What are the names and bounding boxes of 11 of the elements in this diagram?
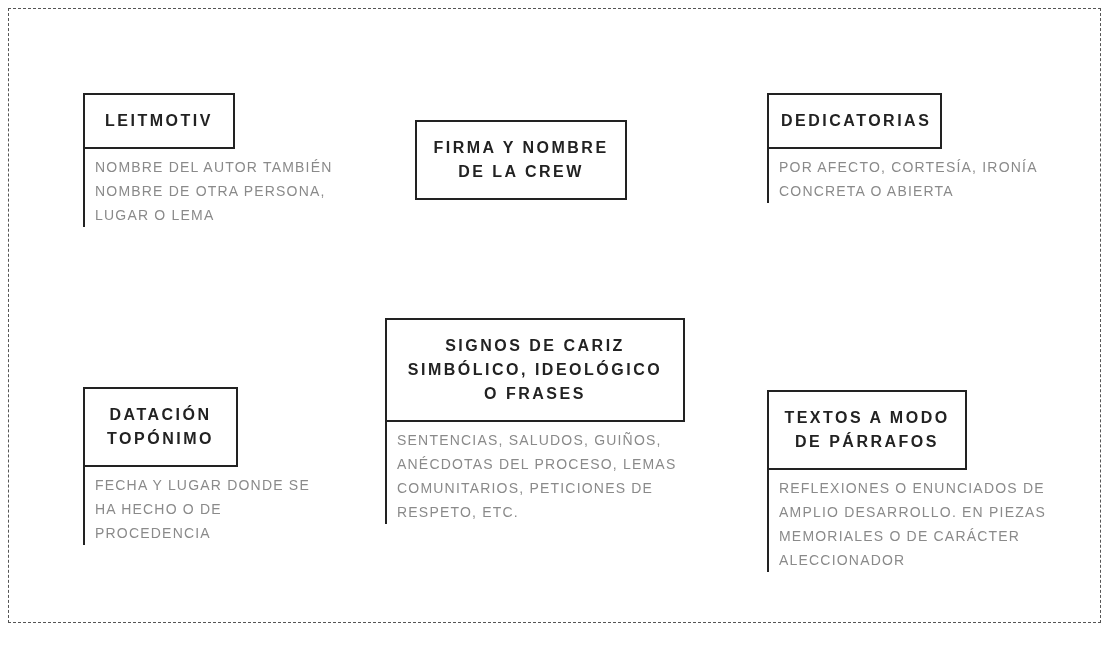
category-box: SIGNOS DE CARIZ SIMBÓLICO, IDEOLÓGICO O FRASES: [385, 318, 685, 422]
category-box: DEDICATORIAS: [767, 93, 942, 149]
description-text: SENTENCIAS, SALUDOS, GUIÑOS, ANÉCDOTAS DEL PROCESO, LEMAS COMUNITARIOS, PETICIONES DE RESPETO, ETC.: [385, 422, 705, 524]
description-text: REFLEXIONES O ENUNCIADOS DE AMPLIO DESARROLLO. EN PIEZAS MEMORIALES O DE CARÁCTER ALECCIONADOR: [767, 470, 1067, 572]
category-box: FIRMA Y NOMBRE DE LA CREW: [415, 120, 627, 200]
description-text: FECHA Y LUGAR DONDE SE HA HECHO O DE PROCEDENCIA: [83, 467, 313, 545]
description-text: NOMBRE DEL AUTOR TAMBIÉN NOMBRE DE OTRA PERSONA, LUGAR O LEMA: [83, 149, 333, 227]
category-box: TEXTOS A MODO DE PÁRRAFOS: [767, 390, 967, 470]
description-text: POR AFECTO, CORTESÍA, IRONÍA CONCRETA O ABIERTA: [767, 149, 1057, 203]
category-box: LEITMOTIV: [83, 93, 235, 149]
category-box: DATACIÓN TOPÓNIMO: [83, 387, 238, 467]
